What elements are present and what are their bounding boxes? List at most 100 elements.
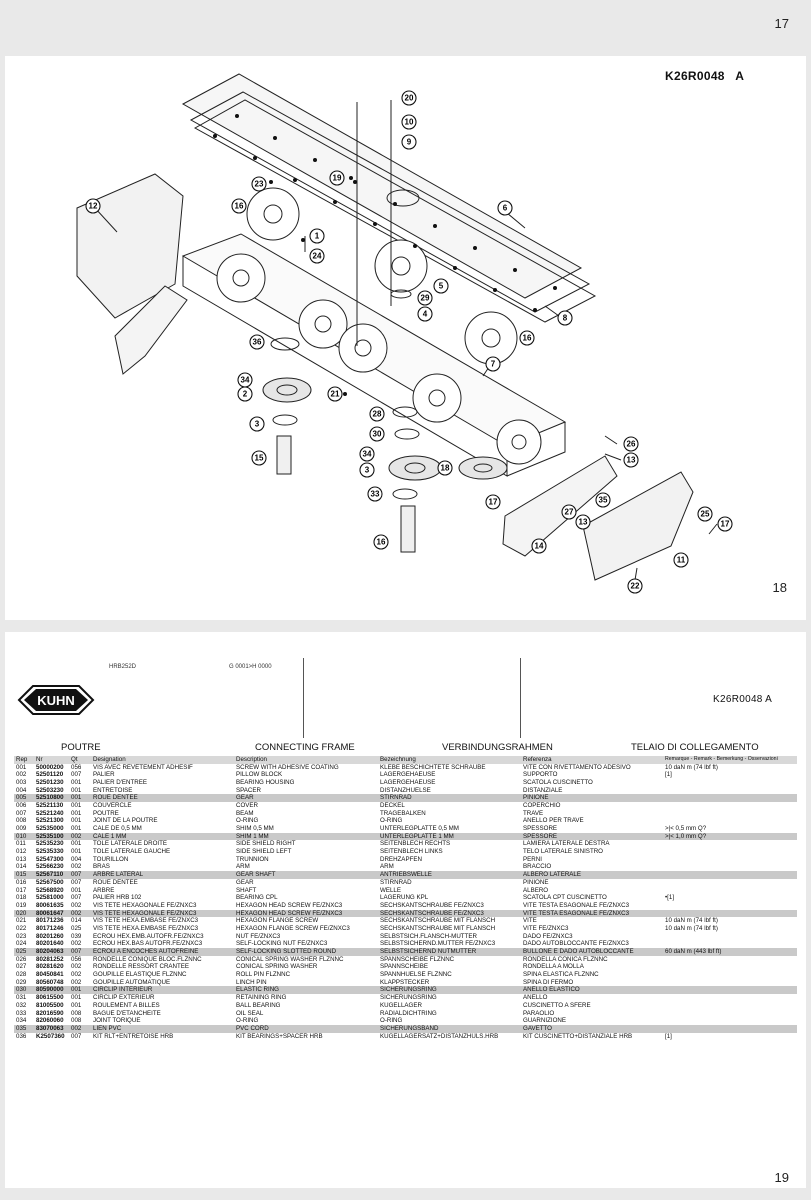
cell-description: SPACER bbox=[236, 786, 261, 794]
cell-bezeichnung: SELBSTSICHERND.MUTTER FE/ZNXC3 bbox=[380, 940, 496, 948]
cell-bezeichnung: SECHSKANTSCHRAUBE FE/ZNXC3 bbox=[380, 901, 484, 909]
cell-description: HEXAGON FLANGE SCREW FE/ZNXC3 bbox=[236, 924, 350, 932]
cell-part-number: 80615500 bbox=[36, 994, 64, 1002]
callout-32: 30 bbox=[369, 426, 385, 442]
cell-referenza: SPESSORE bbox=[523, 825, 558, 832]
cell-rep: 023 bbox=[16, 932, 27, 940]
svg-text:18: 18 bbox=[441, 464, 450, 473]
callout-26: 24 bbox=[309, 248, 325, 264]
callout-34-a: 34 bbox=[237, 372, 253, 388]
cell-description: BEARING HOUSING bbox=[236, 778, 295, 786]
cell-part-number: 52501230 bbox=[36, 778, 64, 786]
cell-bezeichnung: RADIALDICHTRING bbox=[380, 1009, 437, 1017]
cell-quantity: 007 bbox=[71, 878, 82, 886]
cell-rep: 032 bbox=[16, 1001, 27, 1009]
cell-part-number: 82016590 bbox=[36, 1009, 64, 1017]
cell-referenza: SCATOLA CUSCINETTO bbox=[523, 778, 593, 786]
col-designation: Designation bbox=[93, 756, 126, 763]
cell-rep: 019 bbox=[16, 901, 27, 909]
cell-description: SCREW WITH ADHESIVE COATING bbox=[236, 763, 339, 771]
cell-quantity: 001 bbox=[71, 848, 82, 856]
cell-designation: GOUPILLE AUTOMATIQUE bbox=[93, 978, 171, 986]
callout-9: 9 bbox=[401, 134, 417, 150]
cell-referenza: KIT CUSCINETTO+DISTANZIALE HRB bbox=[523, 1032, 633, 1040]
cell-rep: 018 bbox=[16, 894, 27, 902]
cell-description: PVC CORD bbox=[236, 1024, 269, 1032]
serial-range: G 0001>H 0000 bbox=[229, 664, 272, 670]
title-fr: POUTRE bbox=[61, 742, 101, 753]
cell-rep: 034 bbox=[16, 1017, 27, 1025]
cell-part-number: 52535100 bbox=[36, 832, 64, 840]
cell-rep: 027 bbox=[16, 963, 27, 971]
cell-referenza: VITE FE/ZNXC3 bbox=[523, 924, 569, 932]
callout-18: 18 bbox=[437, 460, 453, 476]
cell-part-number: 80590000 bbox=[36, 986, 64, 994]
cell-part-number: 80171246 bbox=[36, 924, 64, 932]
cell-designation: ECROU HEX.BAS AUTOFR.FE/ZNXC3 bbox=[93, 940, 203, 948]
diagram-sheet: K26R0048 A bbox=[5, 56, 806, 620]
cell-bezeichnung: KUGELLAGERSATZ+DISTANZHÜLS.HRB bbox=[380, 1032, 499, 1040]
cell-referenza: SPESSORE bbox=[523, 832, 558, 840]
cell-referenza: TRAVE bbox=[523, 809, 544, 817]
cell-referenza: PERNI bbox=[523, 855, 542, 863]
cell-bezeichnung: KLEBE BESCHICHTETE SCHRAUBE bbox=[380, 763, 486, 771]
svg-text:35: 35 bbox=[599, 496, 608, 505]
callout-13b: 13 bbox=[575, 514, 591, 530]
callout-12: 12 bbox=[85, 198, 101, 214]
cell-description: TRUNNION bbox=[236, 855, 269, 863]
cell-bezeichnung: O-RING bbox=[380, 1017, 403, 1025]
cell-description: GEAR bbox=[236, 794, 254, 802]
cell-bezeichnung: LAGERGEHAEUSE bbox=[380, 771, 436, 779]
cell-description: KIT BEARINGS+SPACER HRB bbox=[236, 1032, 323, 1040]
cell-referenza: ALBERO bbox=[523, 886, 549, 894]
cell-designation: ECROU HEX.EMB.AUTOFR.FE/ZNXC3 bbox=[93, 932, 204, 940]
cell-bezeichnung: ANTRIEBSWELLE bbox=[380, 871, 432, 879]
cell-bezeichnung: SPANNSCHEIBE FLZNNC bbox=[380, 955, 455, 963]
cell-designation: CALE 1 MM bbox=[93, 832, 127, 840]
cell-bezeichnung: SELBSTSICH.FLANSCH-MUTTER bbox=[380, 932, 477, 940]
cell-quantity: 001 bbox=[71, 840, 82, 848]
cell-part-number: 80281620 bbox=[36, 963, 64, 971]
cell-rep: 004 bbox=[16, 786, 27, 794]
cell-part-number: 52566230 bbox=[36, 863, 64, 871]
svg-text:20: 20 bbox=[405, 94, 414, 103]
cell-quantity: 002 bbox=[71, 940, 82, 948]
svg-text:27: 27 bbox=[565, 508, 574, 517]
cell-quantity: 002 bbox=[71, 832, 82, 840]
cell-referenza: BULLONE E DADO AUTOBLOCCANTE bbox=[523, 948, 634, 955]
cell-rep: 036 bbox=[16, 1032, 27, 1040]
svg-text:33: 33 bbox=[371, 490, 380, 499]
cell-description: HEXAGON HEAD SCREW FE/ZNXC3 bbox=[236, 909, 343, 917]
cell-designation: CIRCLIP INTERIEUR bbox=[93, 986, 153, 994]
cell-rep: 016 bbox=[16, 878, 27, 886]
svg-text:2: 2 bbox=[243, 390, 248, 399]
callout-3: 3 bbox=[249, 416, 265, 432]
callout-29: 27 bbox=[561, 504, 577, 520]
cell-designation: TOLE LATERALE DROITE bbox=[93, 840, 168, 848]
svg-text:34: 34 bbox=[363, 450, 372, 459]
cell-designation: RONDELLE RESSORT CRANTEE bbox=[93, 963, 190, 971]
callout-30: 28 bbox=[369, 406, 385, 422]
cell-bezeichnung: LAGERUNG KPL bbox=[380, 894, 429, 902]
cell-rep: 013 bbox=[16, 855, 27, 863]
cell-rep: 002 bbox=[16, 771, 27, 779]
svg-text:10: 10 bbox=[405, 118, 414, 127]
model-code: HRB252D bbox=[109, 664, 137, 670]
cell-rep: 009 bbox=[16, 825, 27, 832]
